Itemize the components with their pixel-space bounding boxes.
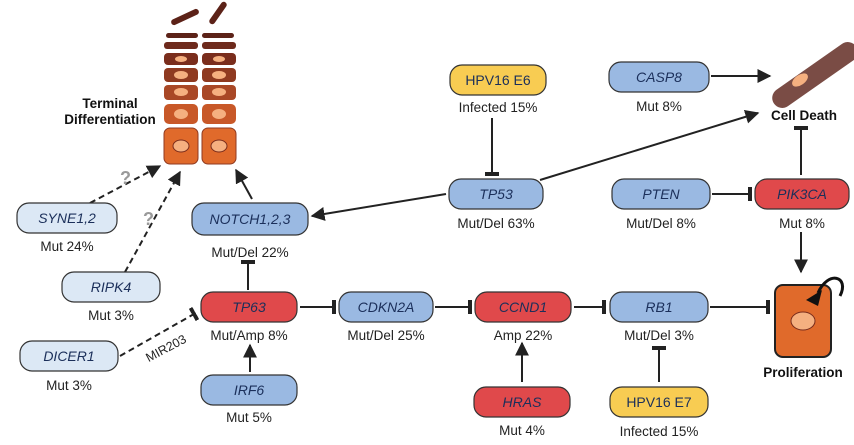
cell-death-illustration xyxy=(772,42,854,108)
edge-tp53-celldeath xyxy=(539,110,760,181)
edge-notch-differentiation xyxy=(235,168,253,200)
node-label: TP53 xyxy=(479,186,513,202)
node-label: HRAS xyxy=(503,394,543,410)
edges: differentiation (dashed) --> differentia… xyxy=(89,69,808,382)
node-tp63: TP63 Mut/Amp 8% xyxy=(200,291,298,343)
node-label: HPV16 E6 xyxy=(465,72,531,88)
node-cdkn2a: CDKN2A Mut/Del 25% xyxy=(338,291,434,343)
edge-dicer1-tp63 xyxy=(119,306,200,357)
node-label: HPV16 E7 xyxy=(626,394,692,410)
node-ccnd1: CCND1 Amp 22% xyxy=(474,291,572,343)
node-rb1: RB1 Mut/Del 3% xyxy=(609,291,709,343)
node-status: Mut 8% xyxy=(779,216,825,231)
node-status: Mut/Amp 8% xyxy=(210,328,287,343)
cell-death-label: Cell Death xyxy=(771,108,837,123)
node-notch: NOTCH1,2,3 Mut/Del 22% xyxy=(191,202,309,260)
node-hpv16-e6: HPV16 E6 Infected 15% xyxy=(449,64,547,115)
node-status: Infected 15% xyxy=(620,424,699,439)
node-status: Mut 8% xyxy=(636,99,682,114)
node-status: Mut/Del 3% xyxy=(624,328,694,343)
node-label: NOTCH1,2,3 xyxy=(210,211,291,227)
question-mark-syne: ? xyxy=(120,168,131,188)
node-hpv16-e7: HPV16 E7 Infected 15% xyxy=(609,386,709,439)
node-label: CCND1 xyxy=(499,299,547,315)
node-pik3ca: PIK3CA Mut 8% xyxy=(754,178,850,231)
node-status: Mut/Del 63% xyxy=(457,216,534,231)
terminal-differentiation-line1: Terminal xyxy=(82,96,137,111)
epithelium-illustration xyxy=(163,1,237,165)
node-dicer1: DICER1 Mut 3% xyxy=(19,340,119,393)
node-label: SYNE1,2 xyxy=(38,210,96,226)
node-label: PIK3CA xyxy=(777,186,827,202)
node-label: IRF6 xyxy=(234,382,265,398)
node-casp8: CASP8 Mut 8% xyxy=(608,61,710,114)
node-status: Mut 3% xyxy=(88,308,134,323)
node-label: RB1 xyxy=(645,299,672,315)
node-label: CASP8 xyxy=(636,69,682,85)
edge-ripk4-differentiation xyxy=(124,170,181,273)
proliferation-label: Proliferation xyxy=(763,365,843,380)
mir203-label: MIR203 xyxy=(144,332,189,365)
proliferation-cell-illustration xyxy=(774,276,844,358)
edge-tp53-notch xyxy=(310,193,447,221)
node-status: Mut 3% xyxy=(46,378,92,393)
node-status: Mut/Del 8% xyxy=(626,216,696,231)
node-status: Mut 5% xyxy=(226,410,272,425)
question-mark-ripk4: ? xyxy=(143,209,154,229)
node-status: Amp 22% xyxy=(494,328,553,343)
node-irf6: IRF6 Mut 5% xyxy=(200,374,298,425)
node-status: Mut 24% xyxy=(40,239,93,254)
node-label: PTEN xyxy=(642,186,680,202)
node-ripk4: RIPK4 Mut 3% xyxy=(61,271,161,323)
node-tp53: TP53 Mut/Del 63% xyxy=(448,178,544,231)
node-hras: HRAS Mut 4% xyxy=(473,386,571,438)
node-label: TP63 xyxy=(232,299,266,315)
terminal-differentiation-line2: Differentiation xyxy=(64,112,156,127)
node-syne12: SYNE1,2 Mut 24% xyxy=(16,202,118,254)
edge-syne-differentiation xyxy=(89,165,162,204)
node-status: Infected 15% xyxy=(459,100,538,115)
node-label: DICER1 xyxy=(43,348,94,364)
node-status: Mut/Del 25% xyxy=(347,328,424,343)
node-status: Mut/Del 22% xyxy=(211,245,288,260)
node-status: Mut 4% xyxy=(499,423,545,438)
node-pten: PTEN Mut/Del 8% xyxy=(611,178,711,231)
node-label: CDKN2A xyxy=(358,299,415,315)
node-label: RIPK4 xyxy=(91,279,132,295)
